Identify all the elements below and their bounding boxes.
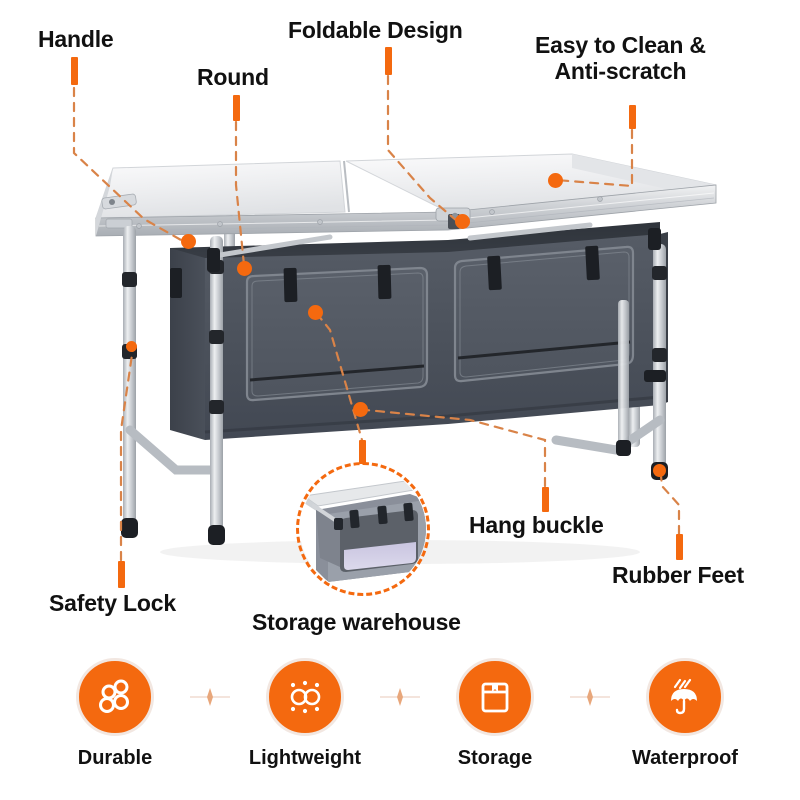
feature-storage: Storage <box>427 658 563 770</box>
umbrella-rain-icon <box>671 678 697 715</box>
callout-tick-safety-lock <box>118 561 125 588</box>
callout-tick-easy-clean <box>629 105 636 129</box>
callout-label-hang-buckle: Hang buckle <box>469 512 604 538</box>
feature-lightweight: Lightweight <box>237 658 373 770</box>
feature-waterproof: Waterproof <box>617 658 753 770</box>
callout-label-rubber-feet: Rubber Feet <box>612 562 744 588</box>
storage-pocket-left <box>245 264 429 402</box>
callout-label-safety-lock: Safety Lock <box>49 590 176 616</box>
feature-separator-1 <box>183 658 237 736</box>
molecule-icon <box>99 679 129 713</box>
feature-label-waterproof: Waterproof <box>632 747 738 769</box>
callout-dot-safety-lock <box>126 341 137 352</box>
callout-tick-hang-buckle <box>542 487 549 512</box>
diamond-separator-icon <box>190 688 230 706</box>
callout-label-handle: Handle <box>38 26 114 52</box>
callout-dot-rubber-feet <box>653 464 666 477</box>
feature-separator-2 <box>373 658 427 736</box>
storage-pocket-right <box>453 245 635 383</box>
callout-label-storage-warehouse: Storage warehouse <box>252 609 461 635</box>
callout-tick-storage-warehouse <box>359 440 366 464</box>
callout-dot-easy-clean <box>548 173 563 188</box>
box-icon <box>481 682 509 713</box>
feature-durable: Durable <box>47 658 183 770</box>
callout-dot-foldable <box>455 214 470 229</box>
callout-label-foldable: Foldable Design <box>288 17 463 43</box>
callout-tick-round <box>233 95 240 121</box>
feature-bar: Durable <box>0 658 800 800</box>
callout-dot-storage-warehouse <box>308 305 323 320</box>
callout-tick-foldable <box>385 47 392 75</box>
diamond-separator-icon <box>380 688 420 706</box>
atoms-icon <box>290 680 321 714</box>
feature-badge-waterproof <box>646 658 724 736</box>
callout-dot-round <box>237 261 252 276</box>
fabric-storage-box <box>170 222 668 440</box>
table-top <box>95 153 717 237</box>
feature-separator-3 <box>563 658 617 736</box>
callout-tick-rubber-feet <box>676 534 683 560</box>
feature-label-storage: Storage <box>457 747 533 769</box>
callout-label-easy-clean: Easy to Clean & Anti-scratch <box>535 32 706 85</box>
callout-dot-hang-buckle <box>353 402 368 417</box>
inset-dashed-ring <box>296 462 430 596</box>
feature-badge-lightweight <box>266 658 344 736</box>
feature-label-durable: Durable <box>77 747 153 769</box>
callout-dot-handle <box>181 234 196 249</box>
feature-label-lightweight: Lightweight <box>248 747 362 769</box>
feature-badge-durable <box>76 658 154 736</box>
feature-badge-storage <box>456 658 534 736</box>
support-struts <box>207 222 666 382</box>
callout-tick-handle <box>71 57 78 85</box>
diamond-separator-icon <box>570 688 610 706</box>
callout-label-round: Round <box>197 64 269 90</box>
storage-warehouse-inset <box>296 462 430 596</box>
